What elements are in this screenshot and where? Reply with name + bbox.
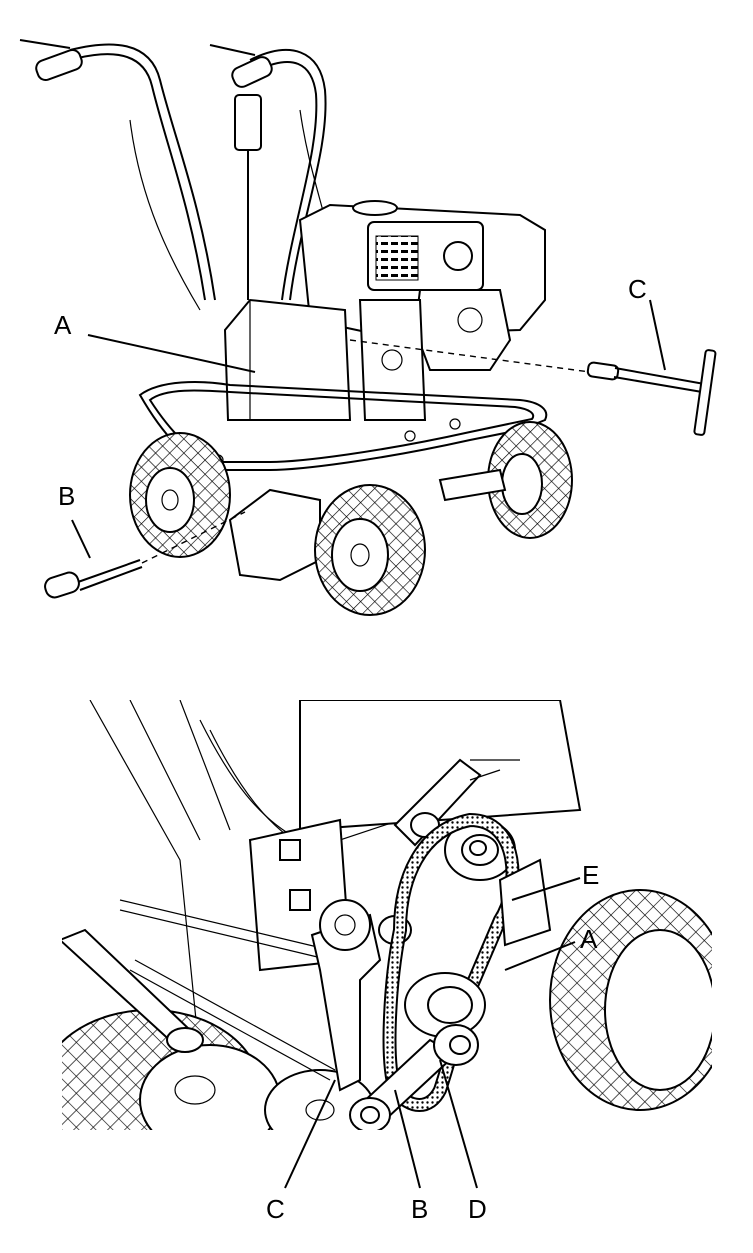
label-c-detail: C	[266, 1194, 285, 1224]
left-grip	[34, 48, 84, 83]
handlebar	[20, 40, 340, 310]
label-e: E	[582, 860, 599, 890]
leader-b	[72, 520, 90, 558]
detail-scene	[40, 700, 730, 1170]
belt-detail-figure: E A C B D	[0, 660, 753, 1253]
rear-left-wheel	[130, 433, 230, 557]
machine-overview-figure: A B C	[0, 0, 753, 630]
label-a-detail: A	[580, 924, 598, 954]
leader-d	[440, 1060, 477, 1188]
leader-c	[650, 300, 665, 370]
front-wheel	[315, 485, 425, 615]
handle-knob	[235, 95, 261, 150]
belt-detail-drawing: E A C B D	[0, 660, 753, 1253]
machine-overview-drawing: A B C	[0, 0, 753, 630]
label-c: C	[628, 274, 647, 304]
label-d: D	[468, 1194, 487, 1224]
idler-pulley	[320, 900, 370, 950]
label-b-detail: B	[411, 1194, 428, 1224]
belt-cover	[225, 300, 350, 420]
label-a: A	[54, 310, 72, 340]
label-b: B	[58, 481, 75, 511]
